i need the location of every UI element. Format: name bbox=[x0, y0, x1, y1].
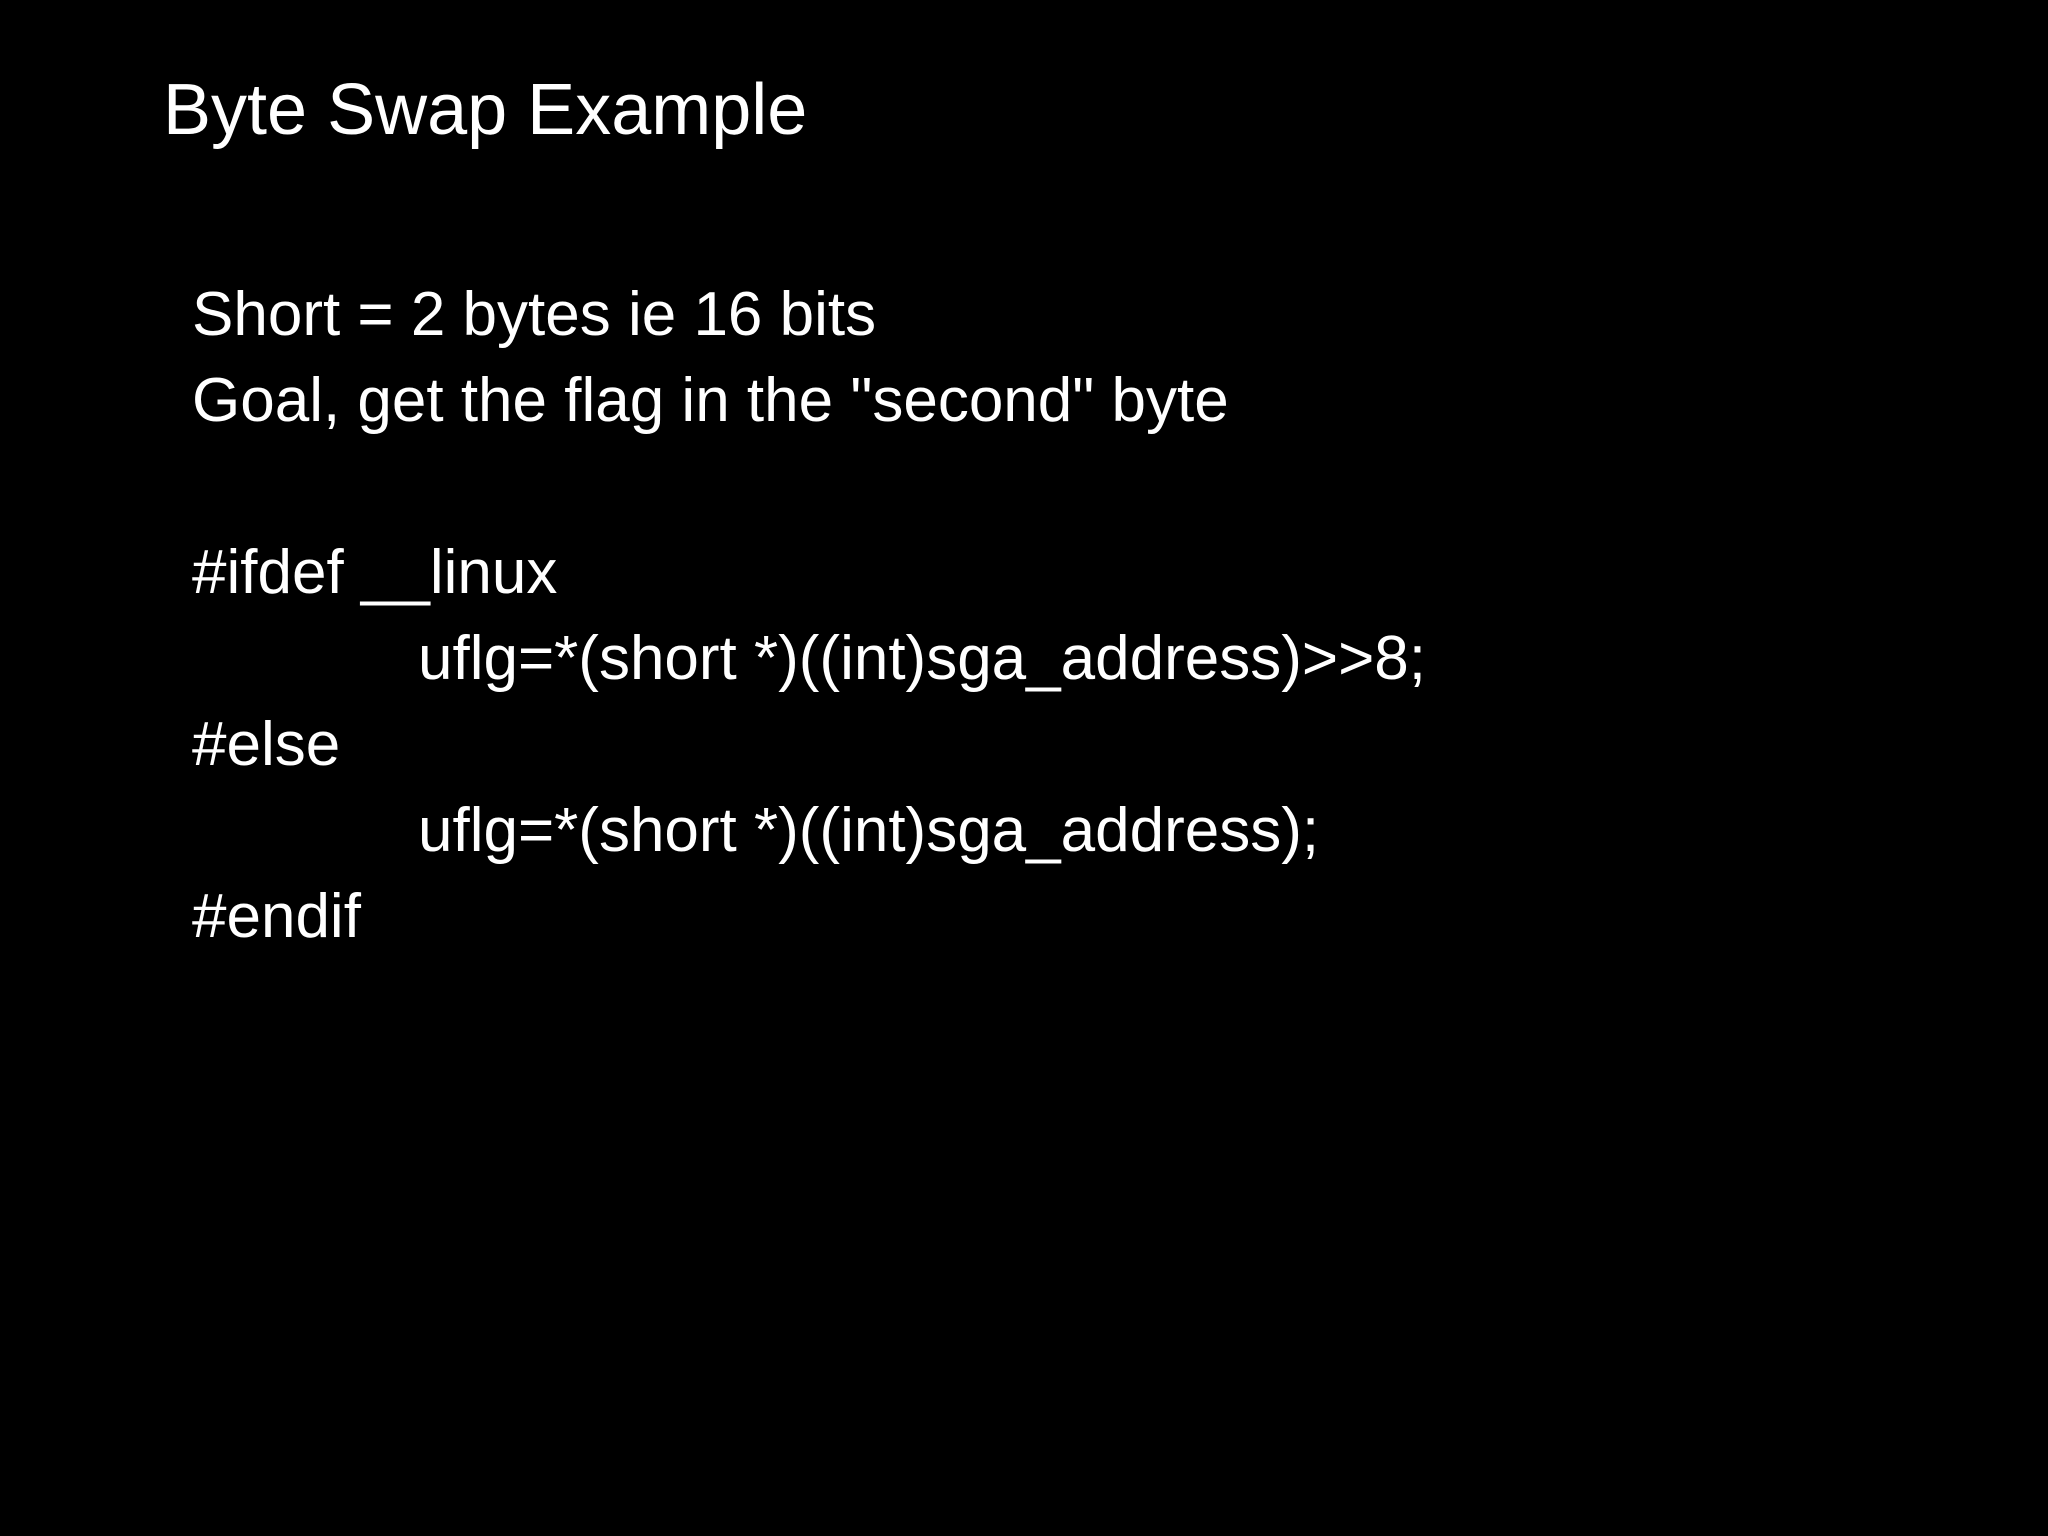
code-line-assign-linux: uflg=*(short *)((int)sga_address)>>8; bbox=[418, 624, 1426, 693]
body-line-blank bbox=[192, 444, 1992, 530]
code-line-assign-default: uflg=*(short *)((int)sga_address); bbox=[418, 796, 1320, 865]
page-title: Byte Swap Example bbox=[163, 70, 808, 150]
slide-body: Short = 2 bytes ie 16 bits Goal, get the… bbox=[192, 272, 1992, 960]
code-line-ifdef: #ifdef __linux bbox=[192, 538, 558, 607]
body-line-1: Short = 2 bytes ie 16 bits bbox=[192, 280, 877, 349]
body-line-2: Goal, get the flag in the "second" byte bbox=[192, 366, 1229, 435]
code-line-else: #else bbox=[192, 710, 341, 779]
code-line-endif: #endif bbox=[192, 882, 361, 951]
